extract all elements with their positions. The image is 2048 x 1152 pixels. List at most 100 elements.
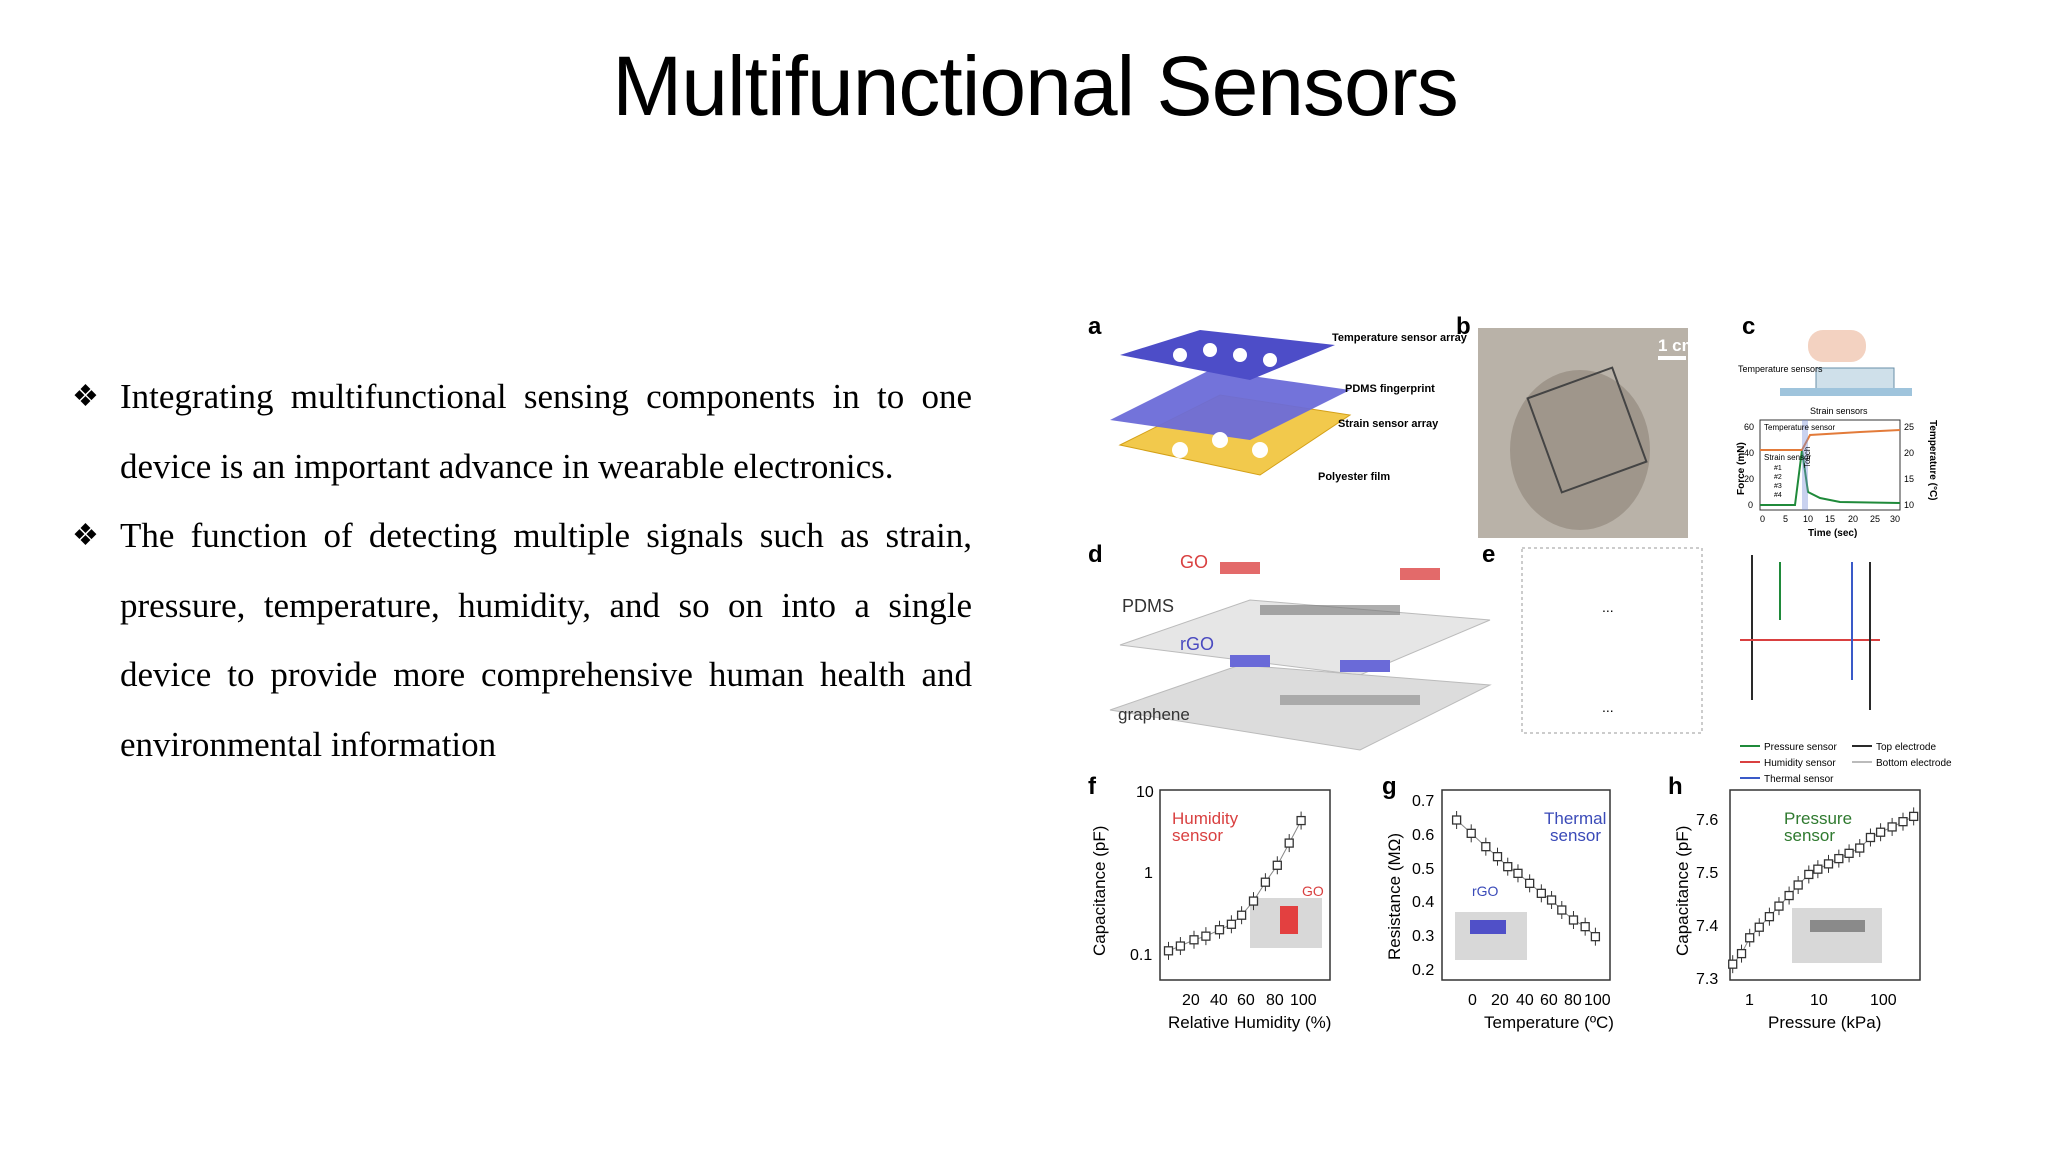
- panel-label-c: c: [1742, 313, 1755, 340]
- label-temperature-sensor-array: Temperature sensor array: [1332, 332, 1468, 344]
- panel-label-b: b: [1456, 313, 1471, 340]
- bullet-text: The function of detecting multiple signa…: [120, 516, 972, 764]
- temperature-data-point: [1536, 888, 1546, 898]
- chart-f-ytick: 10: [1136, 784, 1154, 801]
- chart-h-ytick: 7.3: [1696, 971, 1718, 988]
- chart-h-ytick: 7.5: [1696, 865, 1718, 882]
- layer-hole: [1263, 353, 1277, 367]
- legend-bottom-electrode: Bottom electrode: [1876, 758, 1952, 769]
- chart-h-note: sensor: [1784, 826, 1835, 845]
- panel-c-ytick-right: 15: [1904, 474, 1914, 484]
- chart-g-xtick: 20: [1491, 992, 1509, 1009]
- label-strain-sensor-array: Strain sensor array: [1338, 418, 1439, 430]
- matrix-ellipsis: ...: [1602, 699, 1614, 715]
- legend-strain-1: #1: [1774, 465, 1782, 472]
- temperature-data-point: [1513, 868, 1523, 878]
- temperature-data-point: [1546, 895, 1557, 905]
- panel-c-ylabel-right: Temperature (°C): [1927, 420, 1938, 501]
- humidity-data-point: [1214, 925, 1225, 935]
- humidity-data-point: [1226, 919, 1237, 929]
- panel-label-a: a: [1088, 313, 1102, 340]
- panel-c-ytick-right: 25: [1904, 422, 1914, 432]
- pdms-layer: [1119, 599, 1491, 676]
- pressure-data-point: [1887, 822, 1897, 832]
- layer-hole: [1172, 442, 1188, 458]
- pressure-data-point: [1728, 959, 1738, 969]
- layer-hole: [1252, 442, 1268, 458]
- chart-g-xtick: 40: [1516, 992, 1534, 1009]
- humidity-data-point: [1236, 910, 1247, 920]
- chart-f-ylabel: Capacitance (pF): [1090, 826, 1109, 956]
- panel-c-plot-area: [1759, 419, 1901, 511]
- chart-f-inset-label: GO: [1302, 883, 1324, 899]
- sensor-base: [1780, 388, 1912, 396]
- sensor-matrix-grid: [1521, 547, 1703, 734]
- chart-f-ytick: 1: [1144, 865, 1153, 882]
- electrode-strip: [1260, 605, 1400, 615]
- chart-g-ytick: 0.2: [1412, 962, 1434, 979]
- bullet-text: Integrating multifunctional sensing comp…: [120, 377, 972, 486]
- go-pad: [1220, 562, 1260, 574]
- chart-f-ytick: 0.1: [1130, 947, 1152, 964]
- pressure-data-point: [1844, 848, 1854, 858]
- pressure-data-point: [1774, 901, 1784, 911]
- pressure-data-point: [1804, 869, 1814, 880]
- panel-c-xtick: 15: [1825, 514, 1835, 524]
- chart-h-xtick: 1: [1745, 992, 1754, 1009]
- bullet-list: ❖ Integrating multifunctional sensing co…: [72, 362, 972, 779]
- sensor-stack: [1815, 367, 1895, 391]
- panel-c-xtick: 10: [1803, 514, 1813, 524]
- strain-sensor-layer: [1110, 370, 1350, 440]
- panel-c-xtick: 20: [1848, 514, 1858, 524]
- chart-g-xtick: 60: [1540, 992, 1558, 1009]
- panel-c-xtick: 0: [1760, 514, 1765, 524]
- legend-strain-sensor: Strain sensor: [1764, 453, 1811, 462]
- chart-g-ylabel: Resistance (MΩ): [1385, 833, 1404, 960]
- chart-h-xlabel: Pressure (kPa): [1768, 1013, 1881, 1032]
- chart-h-xtick: 100: [1870, 992, 1897, 1009]
- temperature-data-point: [1466, 828, 1476, 838]
- temperature-data-point: [1580, 922, 1590, 932]
- humidity-data-point: [1248, 896, 1259, 906]
- pressure-data-point: [1764, 912, 1775, 922]
- pressure-data-point: [1745, 933, 1755, 943]
- chart-g-xlabel: Temperature (ºC): [1484, 1013, 1614, 1032]
- chart-pressure: Pressure sensor Capacitance (pF) Pressur…: [1673, 789, 1921, 1032]
- slide-title: Multifunctional Sensors: [612, 39, 1458, 133]
- pressure-data-point: [1865, 832, 1876, 843]
- label-temperature-sensors: Temperature sensors: [1738, 364, 1823, 374]
- rgo-pad: [1230, 655, 1270, 667]
- layer-hole: [1173, 348, 1187, 362]
- chart-humidity: Humidity sensor GO Capacitance (pF) Rela…: [1090, 784, 1331, 1032]
- legend-thermal-sensor: Thermal sensor: [1764, 774, 1834, 785]
- label-pdms-fingerprint: PDMS fingerprint: [1345, 383, 1435, 395]
- label-graphene: graphene: [1118, 705, 1190, 724]
- chart-f-xlabel: Relative Humidity (%): [1168, 1013, 1331, 1032]
- chart-f-note: sensor: [1172, 826, 1223, 845]
- pressure-data-point: [1784, 890, 1794, 901]
- panel-c-chart: Temperature sensor Strain sensor #1 #2 #…: [1736, 419, 1938, 539]
- panel-label-f: f: [1088, 773, 1097, 800]
- layer-hole: [1203, 343, 1217, 357]
- chart-g-xtick: 80: [1564, 992, 1582, 1009]
- legend-temperature-sensor: Temperature sensor: [1764, 423, 1835, 432]
- bullet-marker-icon: ❖: [72, 519, 99, 552]
- temperature-trace: [1760, 429, 1901, 451]
- chart-g-ytick: 0.4: [1412, 894, 1434, 911]
- legend-strain-2: #2: [1774, 474, 1782, 481]
- panel-c-xtick: 25: [1870, 514, 1880, 524]
- legend-strain-4: #4: [1774, 492, 1782, 499]
- panel-label-d: d: [1088, 541, 1103, 568]
- label-go: GO: [1180, 552, 1208, 572]
- legend-pressure-sensor: Pressure sensor: [1764, 742, 1837, 753]
- pressure-data-point: [1898, 817, 1908, 827]
- pressure-data-point: [1736, 948, 1747, 959]
- humidity-data-point: [1260, 877, 1271, 887]
- chart-h-ytick: 7.4: [1696, 918, 1718, 935]
- humidity-data-point: [1296, 815, 1306, 826]
- chart-f-xtick: 40: [1210, 992, 1228, 1009]
- chart-f-xtick: 20: [1182, 992, 1200, 1009]
- humidity-data-point: [1284, 838, 1294, 848]
- chart-f-xtick: 100: [1290, 992, 1317, 1009]
- temperature-data-point: [1503, 862, 1513, 872]
